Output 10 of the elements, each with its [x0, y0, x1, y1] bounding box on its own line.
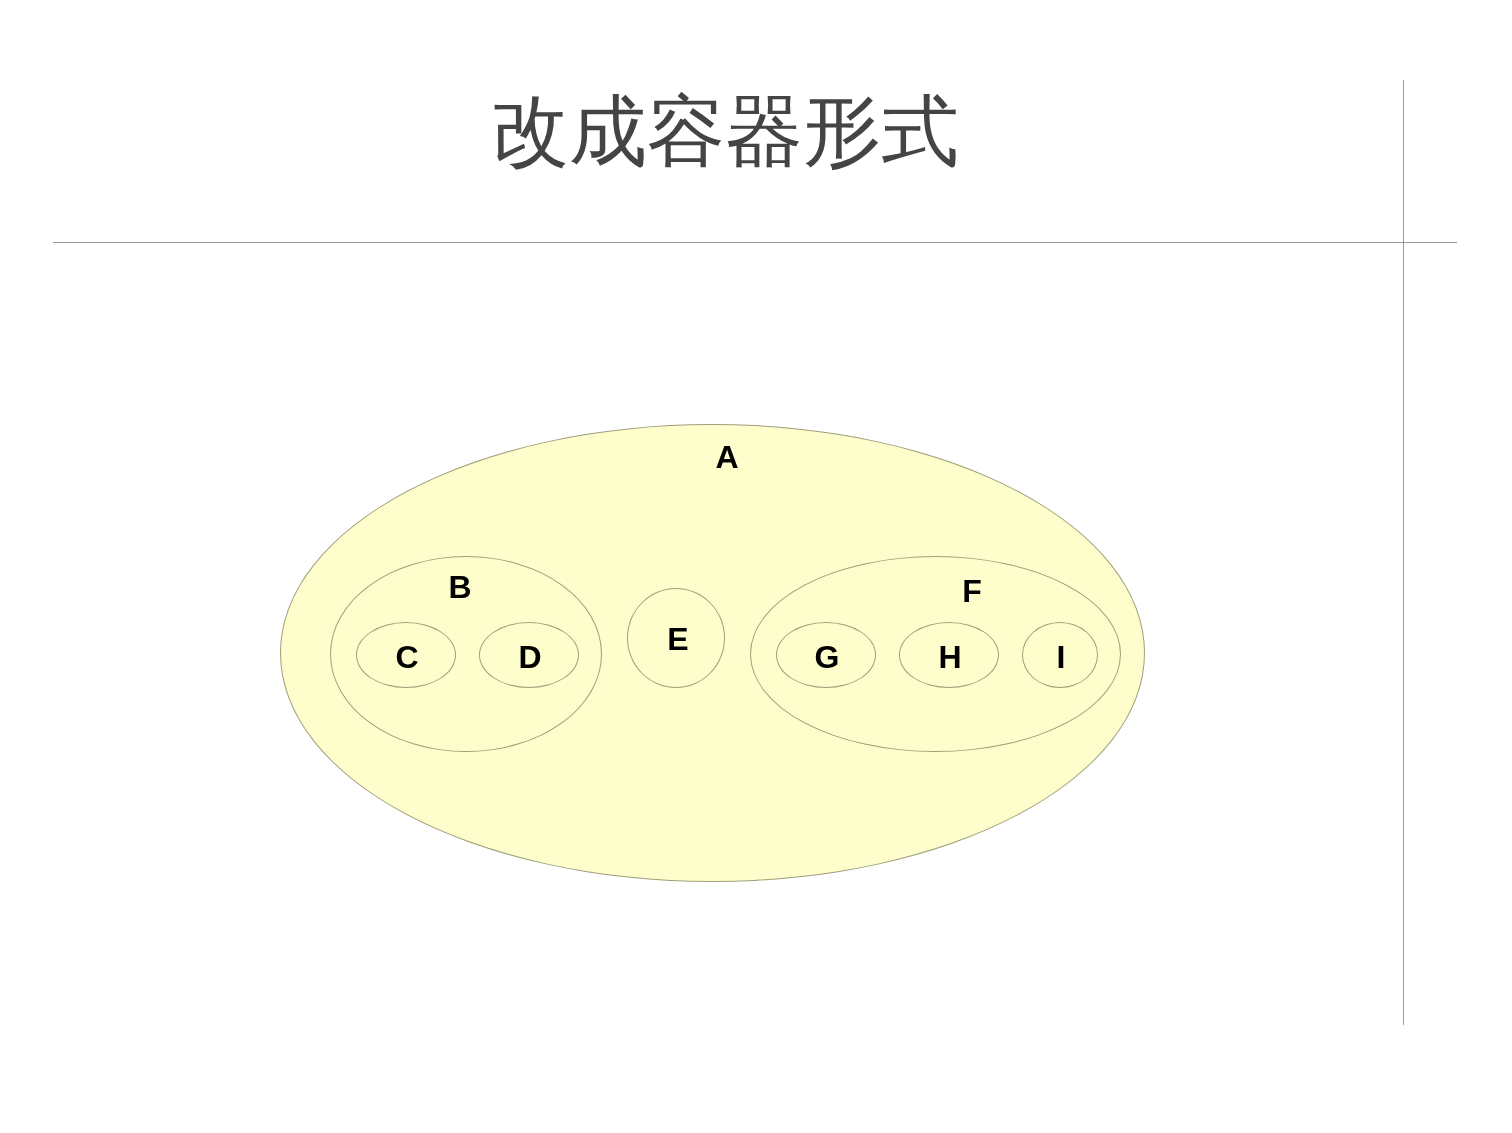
- node-label: H: [938, 641, 962, 673]
- node-label: E: [667, 623, 689, 655]
- node-label: G: [814, 641, 840, 673]
- node-label: F: [962, 575, 982, 607]
- node-label: D: [518, 641, 542, 673]
- node-label: A: [715, 441, 739, 473]
- title: 改成容器形式: [490, 92, 960, 170]
- node-label: B: [448, 571, 472, 603]
- node-label: I: [1056, 641, 1066, 673]
- node-label: C: [395, 641, 419, 673]
